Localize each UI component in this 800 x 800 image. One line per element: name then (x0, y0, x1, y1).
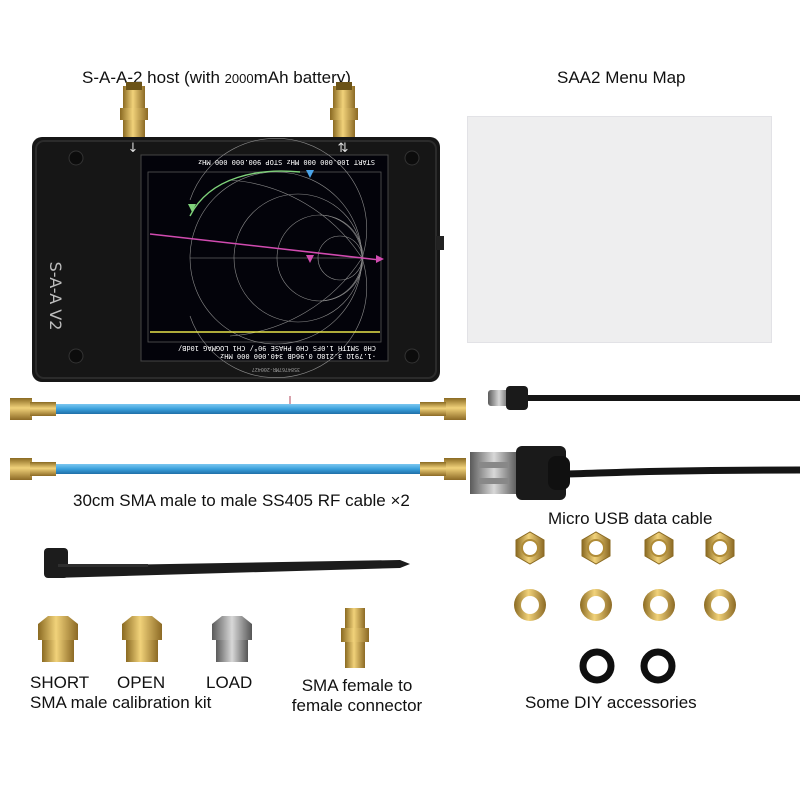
cal-load-plug (212, 616, 252, 662)
device-serial-label: 3584767MR-200427 (252, 366, 300, 372)
micro-usb-cable (470, 386, 800, 500)
cal-open-plug (122, 616, 162, 662)
sma-female-connector (341, 608, 369, 668)
trace-green (189, 170, 301, 217)
smith-chart-display: START 100.000 000 MHz STOP 900.000 000 M… (147, 137, 384, 379)
port-arrow-left: ↓ (128, 141, 139, 156)
menu-map-sheet (467, 116, 772, 343)
host-caption: S-A-A-2 host (with 2000mAh battery) (82, 68, 351, 88)
cal-short-plug (38, 616, 78, 662)
port-arrow-right: ⇅ (338, 141, 349, 156)
host-caption-suffix: mAh battery) (253, 68, 351, 87)
hex-nuts (515, 531, 735, 565)
lock-washers (514, 589, 736, 621)
cal-kit-caption: SMA male calibration kit (30, 693, 212, 712)
rf-cable-1 (10, 396, 466, 420)
usb-cable-caption: Micro USB data cable (548, 509, 713, 528)
open-label: OPEN (117, 673, 166, 692)
menu-map-caption: SAA2 Menu Map (557, 68, 686, 87)
connector-caption: SMA female to female connector (291, 676, 423, 715)
host-caption-prefix: S-A-A-2 host (with (82, 68, 225, 87)
host-caption-capacity: 2000 (224, 71, 254, 86)
screen-bottom-text-2: -1.791Ω 3.218Ω 0.96dB 340.000 000 MHz (220, 352, 376, 360)
rf-cable-2 (10, 458, 466, 480)
device-brand-label: S-A-A V2 (46, 262, 65, 331)
sma-port-left (120, 82, 148, 138)
screen-bottom-text: CH0 SMITH 1.0FS CH0 PHASE 90°/ CH1 LOGMA… (178, 344, 376, 352)
rf-cable-caption: 30cm SMA male to male SS405 RF cable ×2 (73, 491, 410, 510)
diy-caption: Some DIY accessories (525, 693, 697, 712)
trace-magenta (149, 233, 381, 261)
load-label: LOAD (206, 673, 253, 692)
sma-port-right (330, 82, 358, 138)
stylus-pen (44, 548, 410, 578)
o-rings (579, 648, 676, 684)
screen-top-text: START 100.000 000 MHz STOP 900.000 000 M… (198, 158, 375, 166)
short-label: SHORT (30, 673, 90, 692)
